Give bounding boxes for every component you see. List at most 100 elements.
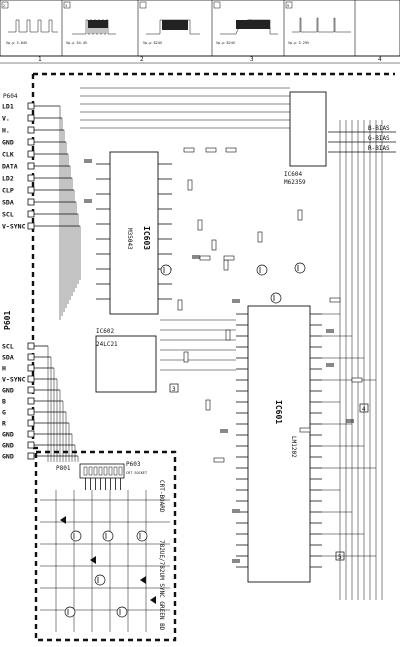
pin-box <box>98 466 103 476</box>
pin-box <box>27 150 35 158</box>
connector-label: P604 <box>3 93 18 100</box>
pin-box <box>108 466 113 476</box>
resistor <box>299 427 311 433</box>
waveform-num: 9 <box>287 4 289 8</box>
components <box>60 147 363 618</box>
waveform-num: 2 <box>3 4 5 8</box>
ic604: IC604 M62359 <box>284 91 327 186</box>
transistor <box>116 606 128 618</box>
pin-label-p604: V-SYNC <box>2 223 26 231</box>
pin-box <box>27 386 35 394</box>
pin-label-p601: H <box>2 365 6 373</box>
grid-number: 2 <box>140 56 144 63</box>
transistor <box>64 606 76 618</box>
pin-box <box>118 466 123 476</box>
resistor <box>225 329 231 341</box>
bias-label-r: R-BIAS <box>368 145 390 152</box>
connector-label: P601 <box>3 311 12 330</box>
pin-box <box>27 342 35 350</box>
wiring <box>40 87 383 632</box>
marker-3: 3 <box>172 386 176 393</box>
waveform-label: Vp-p 824V <box>143 41 163 45</box>
waveform-label: Vp-p 3.84V <box>6 41 28 45</box>
pin-box <box>27 419 35 427</box>
pin-box <box>27 210 35 218</box>
ic604-part: M62359 <box>284 179 306 186</box>
bias-label-b: B-BIAS <box>368 125 390 132</box>
pin-label-p601: SDA <box>2 354 14 362</box>
pin-box <box>88 466 93 476</box>
p603-label: P603 <box>126 461 141 468</box>
pin-box <box>27 138 35 146</box>
ic603: IC603 M35043 <box>96 151 172 315</box>
transistor <box>270 292 282 304</box>
waveform-label: Vp-p 824V <box>216 41 236 45</box>
pin-label-p601: B <box>2 398 6 406</box>
ic603-name: IC603 <box>142 226 151 250</box>
waveform-cell-1: 2 Vp-p 3.84V <box>1 1 58 45</box>
grid-number: 4 <box>378 56 382 63</box>
pin-label-p604: V. <box>2 115 10 123</box>
resistor <box>187 179 193 191</box>
transistor <box>256 264 268 276</box>
grid-number: 1 <box>38 56 42 63</box>
pin-label-p601: SCL <box>2 343 14 351</box>
ic601-part: LM1202 <box>290 436 297 458</box>
resistor <box>257 231 263 243</box>
resistor <box>199 255 211 261</box>
pin-label-p601: R <box>2 420 6 428</box>
pin-box <box>27 186 35 194</box>
waveform-num: 3 <box>65 4 67 8</box>
resistor <box>225 147 237 153</box>
transistor <box>294 262 306 274</box>
resistor <box>205 147 217 153</box>
crt-board-outline <box>34 450 177 642</box>
transistor <box>136 530 148 542</box>
pin-label-p604: LD2 <box>2 175 14 183</box>
pin-box <box>27 126 35 134</box>
resistor <box>183 147 195 153</box>
pin-label-p604: CLP <box>2 187 14 195</box>
board-label-crt: CRT-BOARD <box>158 480 165 513</box>
diode <box>150 596 156 604</box>
pin-box <box>27 397 35 405</box>
resistor <box>205 399 211 411</box>
pin-label-p604: CLK <box>2 151 14 159</box>
waveform-cell-5: 9 Vp-p 3.29V <box>285 1 351 45</box>
pin-label-p604: SDA <box>2 199 14 207</box>
resistor <box>197 219 203 231</box>
ic601-name: IC601 <box>274 400 283 424</box>
pin-box <box>27 452 35 460</box>
pin-label-p601: GND <box>2 442 14 450</box>
waveform-cell-2: 3 Vp-p 54.4V <box>63 1 116 45</box>
pin-box <box>27 162 35 170</box>
waveform-strip: 2 Vp-p 3.84V 3 Vp-p 54.4V Vp-p 824V Vp-p… <box>0 0 400 57</box>
transistor <box>70 530 82 542</box>
pin-label-p604: SCL <box>2 211 14 219</box>
pin-label-p604: GND <box>2 139 14 147</box>
resistor <box>211 239 217 251</box>
resistor <box>177 299 183 311</box>
pin-label-p601: GND <box>2 431 14 439</box>
pin-label-p601: GND <box>2 453 14 461</box>
bias-label-g: G-BIAS <box>368 135 390 142</box>
grid-number: 3 <box>250 56 254 63</box>
pin-box <box>103 466 108 476</box>
pin-label-p604: H. <box>2 127 10 135</box>
bias-outputs: B-BIAS G-BIAS R-BIAS <box>328 125 396 153</box>
diode <box>140 576 146 584</box>
diode <box>60 516 66 524</box>
diode <box>90 556 96 564</box>
resistor <box>351 377 363 383</box>
pin-label-p601: V-SYNC <box>2 376 26 384</box>
ic603-part: M35043 <box>126 228 133 250</box>
resistor <box>223 255 235 261</box>
pin-box <box>27 174 35 182</box>
pin-box <box>27 198 35 206</box>
transistor <box>102 530 114 542</box>
pin-box <box>93 466 98 476</box>
waveform-cell-4: Vp-p 824V <box>213 1 278 45</box>
pin-label-p601: GND <box>2 387 14 395</box>
